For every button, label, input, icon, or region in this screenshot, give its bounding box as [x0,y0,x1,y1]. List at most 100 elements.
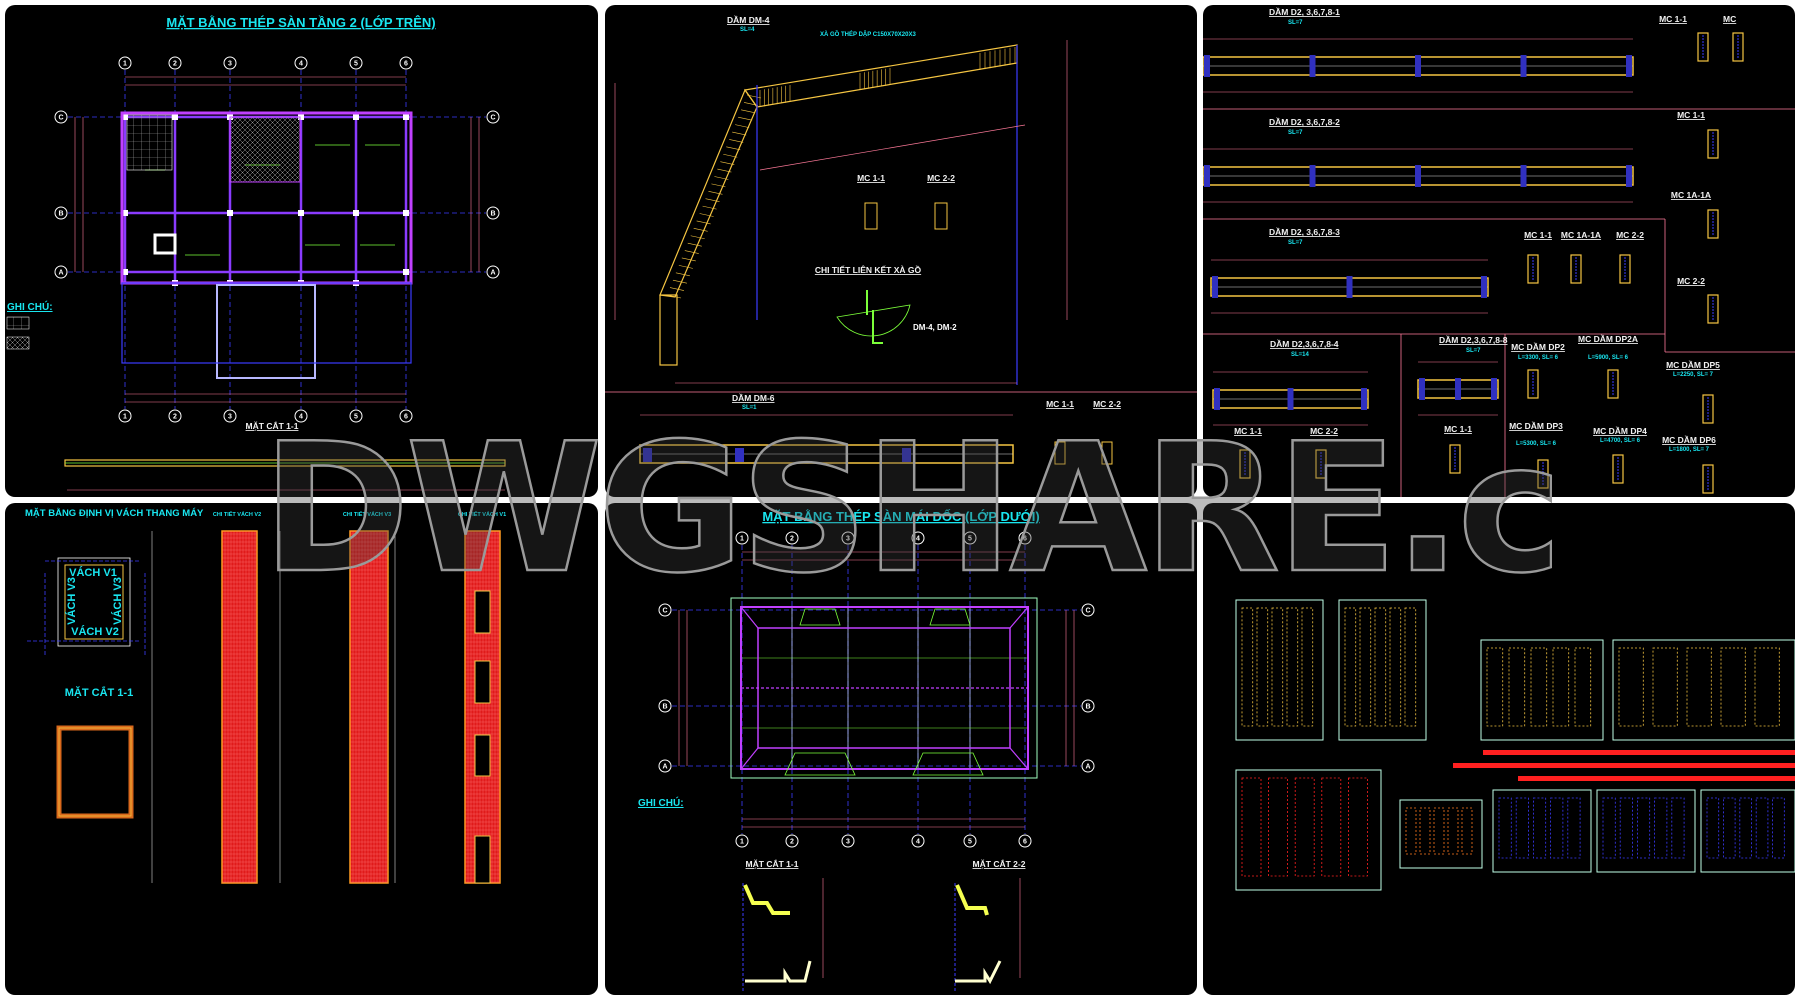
section-label: MC 2-2 [1677,276,1705,286]
grid-col-top-label: 6 [1023,536,1027,543]
thumbnail-content [1344,607,1357,727]
grid-col-top-label: 3 [846,536,850,543]
thumbnail-content [1755,797,1769,859]
roof-slab-outline [740,606,1029,770]
rebar-line [759,124,1026,171]
elevator-plan-outline [57,557,131,647]
grid-col-bottom-bubble [349,409,363,423]
stirrup [672,279,687,284]
wall-opening [474,590,491,634]
thumbnail-content [1461,807,1473,855]
panel-elevator-walls[interactable]: MẶT BẰNG ĐỊNH VỊ VÁCH THANG MÁY VÁCH V1 … [5,503,598,995]
stirrup [693,228,708,232]
beam-4-qty: SL=14 [1291,352,1310,358]
annex-slab [216,284,316,379]
grid-col-top-bubble [1018,531,1032,545]
thumbnail-content [1652,647,1678,727]
roof-section-1-drawing [742,878,824,993]
cross-section [1707,209,1719,239]
thumbnail-content [1686,647,1712,727]
panel-sheet-overview[interactable] [1203,503,1795,995]
hatched-slab-area-2 [126,114,173,171]
cross-section [1697,32,1709,62]
stirrup [723,153,738,158]
column-support [1287,388,1294,410]
stirrup [741,109,756,114]
section-label: MC 2-2 [1310,426,1338,436]
thumbnail-content [1286,607,1299,727]
grid-col-bottom-label: 4 [916,839,920,846]
panel-beam-dm4[interactable]: DẦM DM-4 SL=4 XÀ GỒ THÉP DẬP C150X70X20X… [605,5,1197,497]
section-label: MC 2-2 [1616,230,1644,240]
section-2-drawing [934,202,948,230]
thumbnail-content [1268,777,1288,877]
column [122,269,128,275]
grid-row-left-label: C [58,115,63,122]
thumbnail-content [1530,647,1548,727]
column [298,210,304,216]
roof-plan-title: MẶT BẰNG THÉP SÀN MÁI DỐC (LỚP DƯỚI) [762,509,1039,524]
column-support [1481,276,1487,298]
stirrup [684,250,699,254]
stirrup [720,161,735,165]
grid-row-left-label: B [58,211,63,218]
grid-col-top-bubble [841,531,855,545]
thumbnail-content [1574,647,1592,727]
panel-beams-d2[interactable]: DẦM D2, 3,6,7,8-1 SL=7 DẦM D2, 3,6,7,8-2… [1203,5,1795,497]
grid-col-top-label: 2 [790,536,794,543]
wall-elevation [349,530,389,884]
grid-row-right-label: C [1085,608,1090,615]
grid-col-bottom-label: 6 [1023,839,1027,846]
column-support [1415,55,1421,77]
beam-dm4-drawing: DẦM DM-4 SL=4 XÀ GỒ THÉP DẬP C150X70X20X… [605,15,1197,465]
grid-col-top-bubble [911,531,925,545]
grid-col-top-label: 1 [123,61,127,68]
stirrup [732,131,747,136]
grid-col-top-bubble [785,531,799,545]
roof-outer-outline [730,597,1038,779]
stirrup [714,176,729,180]
elevator-section-drawing [56,725,134,819]
grid-col-bottom-bubble [911,834,925,848]
grid-col-top-bubble [168,56,182,70]
column [403,114,409,120]
elevator-walls-drawing: MẶT BẰNG ĐỊNH VỊ VÁCH THANG MÁY VÁCH V1 … [25,508,506,884]
dp-section-spec: L=5300, SL= 6 [1516,441,1557,447]
column-support [1214,388,1220,410]
beam-elevations [1203,38,1634,426]
grid-col-bottom-bubble [735,834,749,848]
section-label: MC 1-1 [1444,424,1472,434]
sheet-thumbnail [1235,599,1324,741]
section-1-label: MC 1-1 [857,173,885,183]
stirrup [726,146,741,151]
cross-section [1707,294,1719,324]
grid-row-right-bubble [486,206,500,220]
column-support [1520,55,1527,77]
wall-elevation [221,530,258,884]
grid-row-left-label: B [662,704,667,711]
thumbnail-content [1347,777,1368,877]
column-support [1309,55,1316,77]
wall-v2-detail-title: CHI TIẾT VÁCH V2 [213,511,261,518]
thumbnail-content [1389,607,1402,727]
column-support [1491,378,1497,400]
section-label: MC 1-1 [1677,110,1705,120]
grid-col-bottom-bubble [294,409,308,423]
wall-v3-label-left: VÁCH V3 [65,577,78,625]
grid-col-bottom-bubble [118,409,132,423]
cross-section [1570,254,1582,284]
grid-col-top-bubble [735,531,749,545]
purlin-label: XÀ GỒ THÉP DẬP C150X70X20X3 [820,30,916,38]
column-support [1626,55,1632,77]
sheet-thumbnail [1492,789,1592,873]
beam-title: DẦM DM-4 [727,15,770,25]
cross-section [1315,449,1327,479]
beam2-title: DẦM DM-6 [732,393,775,403]
stirrup [678,265,693,269]
thumbnail-content [1419,807,1431,855]
grid-row-right-bubble [486,110,500,124]
section-label: MC 1A-1A [1671,190,1711,200]
cross-section [1527,254,1539,284]
